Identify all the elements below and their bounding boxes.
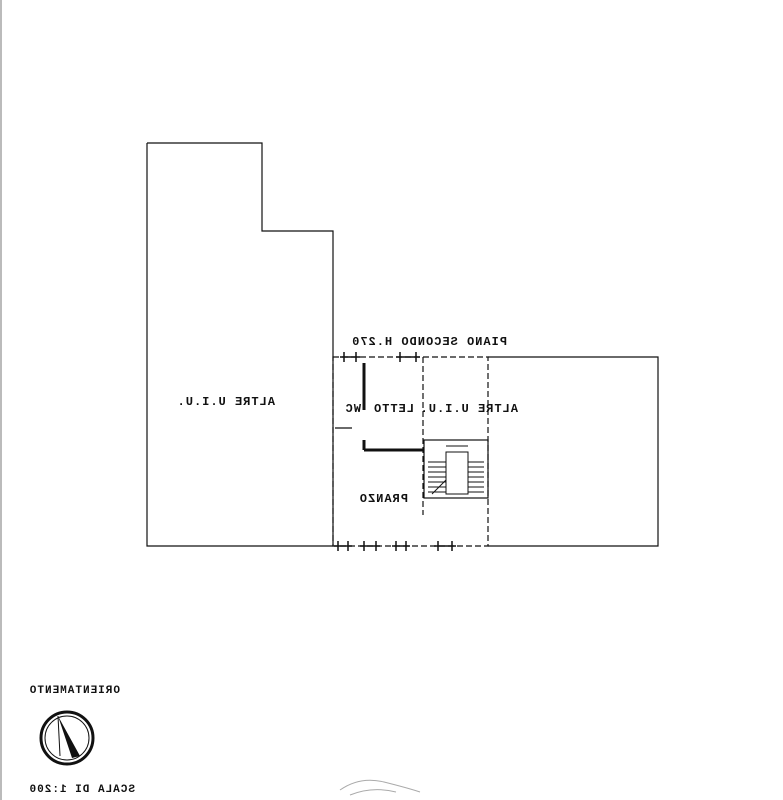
orientation-label: ORIENTAMENTO [29,685,120,697]
room-label-pranzo: PRANZO [359,492,408,506]
window-marks-bottom [334,541,456,551]
room-label-wc: WC [345,402,361,416]
stair-well [423,439,489,499]
room-label-left-unit: ALTRE U.I.U. [177,395,275,409]
floor-title: PIANO SECONDO H.270 [351,335,507,349]
stair-treads [428,445,484,495]
room-label-right-unit: ALTRE U.I.U. [420,402,518,416]
north-arrow-icon [39,710,95,766]
left-unit-outline [146,142,334,547]
room-label-letto: LETTO [373,402,414,416]
stair-arrow [431,479,447,495]
window-marks-top [340,352,420,362]
right-unit-outline [488,356,659,547]
scale-label: SCALA DI 1:200 [29,784,135,796]
scan-artifact [339,779,421,796]
